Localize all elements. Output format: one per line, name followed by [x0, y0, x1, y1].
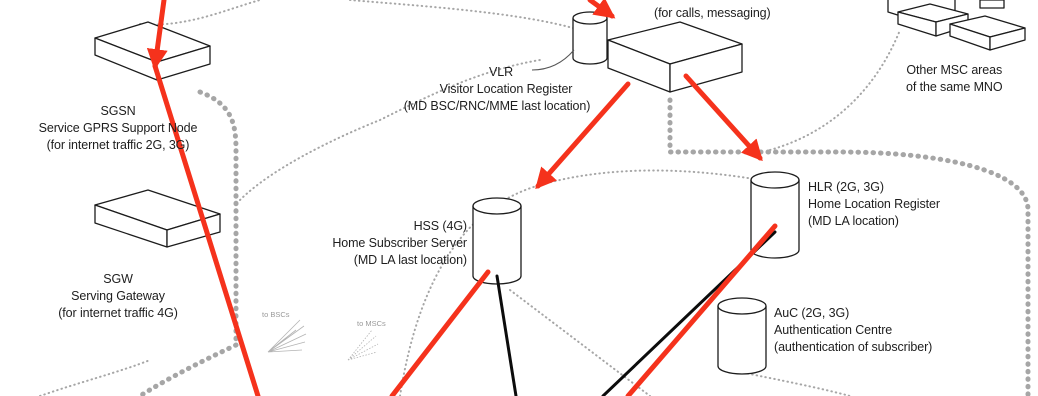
vlr-label: VLR Visitor Location Register (MD BSC/RN…: [362, 64, 632, 115]
sgw-detail: (for internet traffic 4G): [58, 306, 178, 320]
other-msc-boxes-icon: [887, 0, 1026, 51]
dotted-link-msc-hlr: [667, 97, 1031, 396]
sgw-name: Serving Gateway: [71, 289, 165, 303]
msc-box: [607, 21, 743, 93]
hss-cylinder: [472, 197, 522, 285]
red-line-hlr-down: [625, 223, 778, 396]
dotted-link-sgsn-bottom: [197, 89, 239, 348]
dotted-link-other-msc: [769, 29, 901, 151]
hlr-label: HLR (2G, 3G) Home Location Register (MD …: [808, 179, 940, 230]
auc-label: AuC (2G, 3G) Authentication Centre (auth…: [774, 305, 932, 356]
red-arrow-msc-to-hlr: [683, 73, 763, 162]
hlr-detail: (MD LA location): [808, 214, 899, 228]
dotted-link-sgsn-vlr: [239, 59, 541, 201]
red-arrow-to-sgsn: [146, 0, 168, 71]
hss-label: HSS (4G) Home Subscriber Server (MD LA l…: [268, 218, 467, 269]
sgw-label: SGW Serving Gateway (for internet traffi…: [0, 271, 236, 322]
auc-cylinder: [717, 297, 767, 375]
dotted-link-hss-arc: [399, 169, 761, 396]
sgsn-name: Service GPRS Support Node: [38, 121, 198, 135]
vlr-abbr: VLR: [488, 65, 514, 79]
dotted-link-auc: [729, 369, 851, 396]
fan-mscs-label: to MSCs: [357, 319, 386, 328]
auc-detail: (authentication of subscriber): [774, 340, 933, 354]
vlr-cylinder: [572, 11, 608, 65]
msc-subtitle: (for calls, messaging): [654, 6, 771, 20]
fan-to-mscs: [347, 329, 379, 361]
red-line-hss-down: [389, 269, 491, 396]
sgw-box: [94, 189, 221, 248]
sgsn-abbr: SGSN: [100, 104, 136, 118]
hlr-abbr: HLR (2G, 3G): [808, 180, 884, 194]
other-msc-line2: of the same MNO: [906, 80, 1003, 94]
hlr-name: Home Location Register: [808, 197, 940, 211]
vlr-name: Visitor Location Register: [439, 82, 573, 96]
red-arrow-msc-to-hss: [535, 81, 631, 190]
hss-name: Home Subscriber Server: [332, 236, 467, 250]
auc-abbr: AuC (2G, 3G): [774, 306, 850, 320]
dotted-link-bottom-left: [39, 359, 151, 396]
hss-link-line: [495, 274, 518, 396]
vlr-detail: (MD BSC/RNC/MME last location): [403, 99, 591, 113]
dotted-link-sgw-bottom: [137, 342, 239, 396]
auc-name: Authentication Centre: [774, 323, 893, 337]
msc-label: (for calls, messaging): [654, 5, 771, 22]
dotted-link-hss-right: [509, 289, 651, 396]
other-msc-line1: Other MSC areas: [906, 63, 1003, 77]
hss-detail: (MD LA last location): [353, 253, 467, 267]
sgw-abbr: SGW: [103, 272, 133, 286]
other-msc-label: Other MSC areas of the same MNO: [906, 62, 1003, 96]
red-arrow-to-msc: [587, 0, 616, 19]
sgsn-detail: (for internet traffic 2G, 3G): [46, 138, 190, 152]
red-line-sgsn-down: [152, 63, 261, 396]
fan-to-bscs: [267, 319, 307, 353]
dotted-link-top: [349, 0, 581, 31]
sgsn-label: SGSN Service GPRS Support Node (for inte…: [0, 103, 236, 154]
sgsn-box: [94, 21, 211, 81]
vlr-callout-line: [531, 49, 575, 71]
fan-bscs-label: to BSCs: [262, 310, 290, 319]
hss-abbr: HSS (4G): [413, 219, 467, 233]
dotted-link-top-left: [139, 0, 261, 26]
